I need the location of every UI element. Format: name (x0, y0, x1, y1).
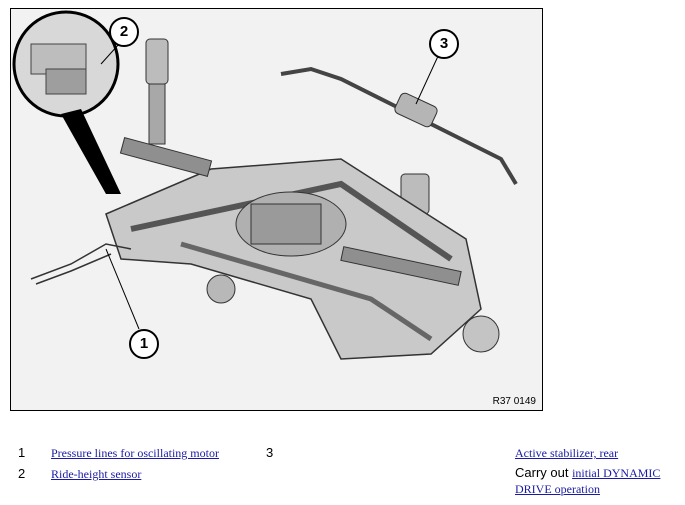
callout-1: 1 (129, 329, 159, 359)
active-stabilizer-link[interactable]: Active stabilizer, rear (515, 446, 619, 460)
legend-item-2: Ride-height sensor (51, 467, 141, 482)
pressure-lines-link[interactable]: Pressure lines for oscillating motor (51, 446, 219, 460)
axle-drawing (12, 10, 518, 360)
legend-number-2: 2 (18, 466, 26, 481)
rear-axle-illustration: 1 2 3 R37 0149 (10, 8, 543, 411)
ride-height-sensor-link[interactable]: Ride-height sensor (51, 467, 142, 481)
callout-2: 2 (109, 17, 139, 47)
initial-dynamic-drive-link[interactable]: initial DYNAMIC (572, 466, 661, 480)
callout-3: 3 (429, 29, 459, 59)
legend-number-1: 1 (18, 445, 26, 460)
legend-item-3: Active stabilizer, rear (515, 446, 618, 461)
dynamic-drive-note: Carry out initial DYNAMIC DRIVE operatio… (515, 465, 680, 497)
figure-code: R37 0149 (492, 396, 536, 407)
note-prefix: Carry out (515, 465, 573, 480)
legend-number-3: 3 (266, 445, 274, 460)
legend-item-1: Pressure lines for oscillating motor (51, 446, 219, 461)
drive-operation-link[interactable]: DRIVE operation (515, 482, 600, 496)
